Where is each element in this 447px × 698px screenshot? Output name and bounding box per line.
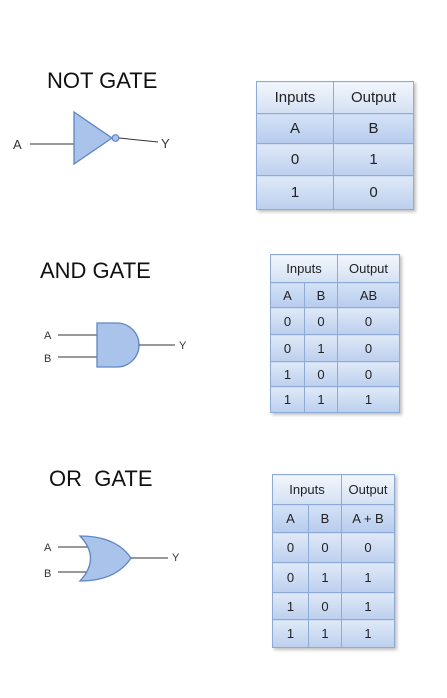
or-col-a-plus-b: A + B — [341, 504, 395, 533]
not-gate-body — [73, 110, 114, 166]
table-cell: 0 — [272, 562, 309, 593]
table-cell: 0 — [337, 361, 400, 387]
and-truth-table: Inputs Output A B AB 0 0 0 0 1 0 1 0 0 1… — [270, 254, 400, 413]
not-gate-title: NOT GATE — [47, 68, 158, 93]
or-col-b: B — [308, 504, 342, 533]
and-gate-title: AND GATE — [40, 258, 151, 283]
table-row: 0 0 0 — [272, 532, 395, 563]
table-row: 0 1 — [256, 143, 414, 176]
table-cell: 0 — [333, 175, 414, 210]
or-col-a: A — [272, 504, 309, 533]
table-row: 1 0 — [256, 175, 414, 210]
or-input-b-label: B — [44, 568, 51, 580]
table-cell: 1 — [304, 386, 338, 413]
table-cell: 0 — [341, 532, 395, 563]
table-cell: 0 — [308, 592, 342, 620]
or-gate-title: OR GATE — [49, 466, 153, 491]
table-cell: 1 — [272, 592, 309, 620]
table-cell: 1 — [308, 562, 342, 593]
table-cell: 1 — [337, 386, 400, 413]
table-cell: 0 — [270, 307, 305, 335]
table-row: 1 0 1 — [272, 592, 395, 620]
or-output-y-label: Y — [172, 552, 180, 564]
and-inputs-header: Inputs — [270, 254, 338, 283]
table-cell: 1 — [272, 619, 309, 648]
table-row: 1 1 1 — [270, 386, 400, 413]
table-cell: 1 — [341, 619, 395, 648]
and-col-b: B — [304, 282, 338, 308]
not-inputs-header: Inputs — [256, 81, 334, 114]
table-cell: 0 — [270, 334, 305, 362]
table-row: 0 1 1 — [272, 562, 395, 593]
and-gate-body — [96, 322, 140, 368]
table-row: 0 0 0 — [270, 307, 400, 335]
table-cell: 1 — [304, 334, 338, 362]
table-cell: 1 — [341, 592, 395, 620]
table-cell: 0 — [337, 334, 400, 362]
and-col-ab: AB — [337, 282, 400, 308]
and-gate-symbol: A B Y — [44, 322, 187, 368]
table-cell: 0 — [308, 532, 342, 563]
table-cell: 0 — [304, 307, 338, 335]
table-cell: 1 — [270, 361, 305, 387]
or-gate-symbol: A B Y — [44, 535, 180, 582]
table-cell: 0 — [304, 361, 338, 387]
table-cell: 0 — [337, 307, 400, 335]
and-col-a: A — [270, 282, 305, 308]
table-cell: 0 — [256, 143, 334, 176]
not-output-wire — [118, 137, 159, 143]
or-inputs-header: Inputs — [272, 474, 342, 505]
not-output-header: Output — [333, 81, 414, 114]
or-gate-body — [78, 535, 132, 582]
table-row: 1 0 0 — [270, 361, 400, 387]
and-input-a-label: A — [44, 330, 52, 342]
table-cell: 1 — [333, 143, 414, 176]
table-cell: 1 — [256, 175, 334, 210]
and-output-y-label: Y — [179, 340, 187, 352]
not-output-y-label: Y — [161, 136, 170, 151]
table-cell: 1 — [308, 619, 342, 648]
table-cell: 0 — [272, 532, 309, 563]
table-row: 0 1 0 — [270, 334, 400, 362]
not-gate-symbol: A Y — [13, 110, 170, 166]
table-row: 1 1 1 — [272, 619, 395, 648]
not-col-b: B — [333, 113, 414, 144]
not-input-a-label: A — [13, 137, 22, 152]
not-truth-table: Inputs Output A B 0 1 1 0 — [256, 81, 414, 210]
table-cell: 1 — [341, 562, 395, 593]
or-output-header: Output — [341, 474, 395, 505]
not-col-a: A — [256, 113, 334, 144]
and-output-header: Output — [337, 254, 400, 283]
not-gate-bubble — [111, 134, 120, 142]
or-truth-table: Inputs Output A B A + B 0 0 0 0 1 1 1 0 … — [272, 474, 395, 648]
table-cell: 1 — [270, 386, 305, 413]
or-input-a-label: A — [44, 542, 52, 554]
and-input-b-label: B — [44, 353, 51, 365]
